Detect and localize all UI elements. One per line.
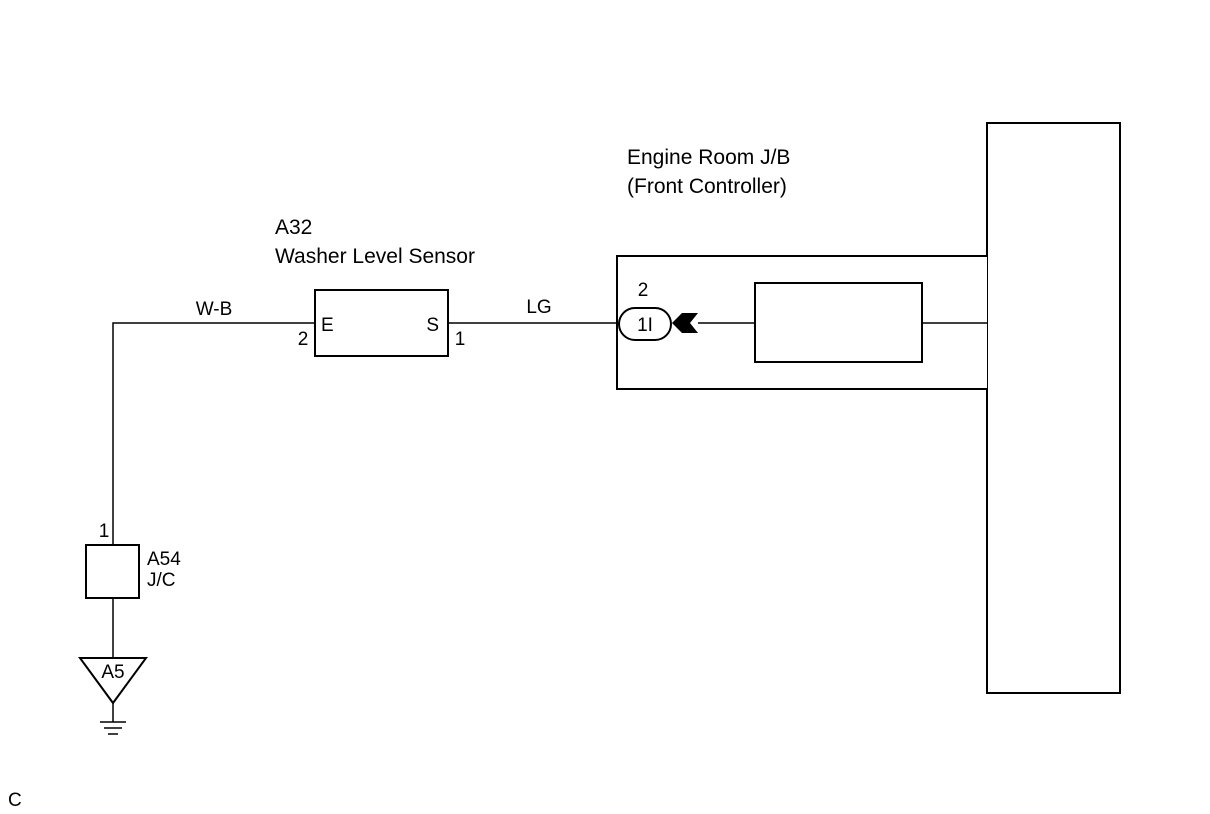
junction-connector-box xyxy=(85,544,140,599)
wire-w-b-label: W-B xyxy=(196,299,233,320)
jc-label: J/C xyxy=(147,570,176,591)
ground-point-triangle xyxy=(78,657,148,705)
jb-internal-component xyxy=(754,282,923,363)
footer-mark: C xyxy=(8,790,22,811)
jc-code: A54 xyxy=(147,549,181,570)
sensor-terminal-s: S xyxy=(426,315,439,336)
connector-1i-label: 1I xyxy=(637,315,653,336)
wire-w-b xyxy=(112,322,315,545)
engine-room-jb-subtitle: (Front Controller) xyxy=(627,175,787,198)
connector-1i-pill xyxy=(618,307,672,341)
connector-arrow-icon xyxy=(672,313,698,333)
jc-pin-number: 1 xyxy=(99,521,110,542)
sensor-terminal-e: E xyxy=(321,315,334,336)
wire-lg-label: LG xyxy=(526,297,551,318)
jb-pin-number: 2 xyxy=(638,280,649,301)
sensor-code: A32 xyxy=(275,216,312,239)
sensor-pin-e: 2 xyxy=(298,329,309,350)
sensor-name: Washer Level Sensor xyxy=(275,245,475,268)
ground-point-code: A5 xyxy=(101,662,124,683)
sensor-pin-s: 1 xyxy=(455,329,466,350)
controller-module-body xyxy=(986,122,1121,694)
engine-room-jb-title: Engine Room J/B xyxy=(627,146,790,169)
